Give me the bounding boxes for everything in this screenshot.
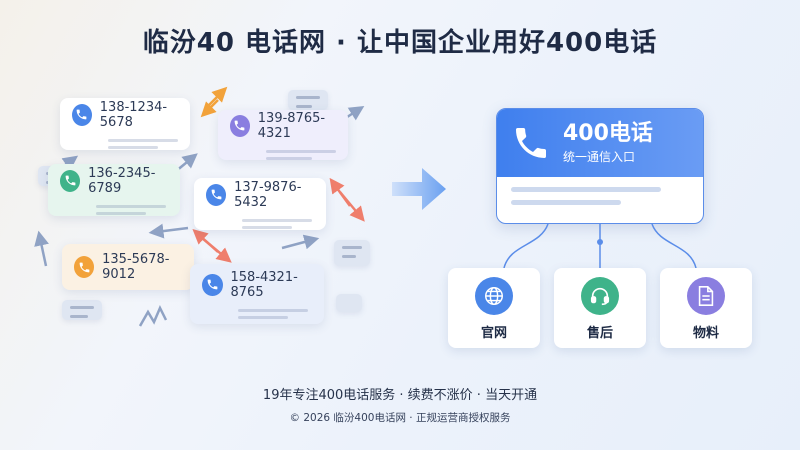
phone-icon xyxy=(72,103,92,126)
phone-card: 158-4321-8765 xyxy=(190,264,324,324)
headset-icon xyxy=(581,277,619,315)
footer-tagline: 19年专注400电话服务 · 续费不涨价 · 当天开通 xyxy=(262,388,538,403)
document-icon xyxy=(687,277,725,315)
node-label: 官网 xyxy=(480,326,507,341)
phone-card: 135-5678-9012 xyxy=(62,244,194,290)
phone-number: 137-9876-5432 xyxy=(234,179,302,210)
chat-bubble-icon xyxy=(62,300,102,320)
phone-icon xyxy=(516,128,546,158)
chat-bubble-icon xyxy=(336,294,362,312)
globe-icon xyxy=(475,277,513,315)
phone-card: 137-9876-5432 xyxy=(194,178,326,230)
phone-card: 138-1234-5678 xyxy=(60,98,190,150)
placeholder-lines xyxy=(497,177,703,223)
phone-card: 136-2345-6789 xyxy=(48,164,180,216)
node-website[interactable]: 官网 xyxy=(448,268,540,348)
page-title: 临汾40 电话网 · 让中国企业用好400电话 xyxy=(142,28,658,58)
node-materials[interactable]: 物料 xyxy=(660,268,752,348)
arrow-right-icon xyxy=(392,168,446,210)
phone-icon xyxy=(60,169,81,192)
phone-number: 139-8765-4321 xyxy=(257,110,326,141)
phone-icon xyxy=(74,256,95,278)
phone-number: 136-2345-6789 xyxy=(88,165,156,196)
node-aftersales[interactable]: 售后 xyxy=(554,268,646,348)
chat-bubble-icon xyxy=(334,240,370,266)
connector-lines xyxy=(503,223,697,269)
phone-number: 135-5678-9012 xyxy=(102,252,170,282)
main-card-header: 400电话 统一通信入口 xyxy=(497,109,703,177)
phone-icon xyxy=(202,273,223,296)
footer-copyright: © 2026 临汾400电话网 · 正规运营商授权服务 xyxy=(289,412,511,424)
main-card-subtitle: 统一通信入口 xyxy=(563,150,636,164)
main-400-card: 400电话 统一通信入口 xyxy=(496,108,704,224)
phone-icon xyxy=(230,114,250,137)
node-label: 物料 xyxy=(692,326,719,341)
main-card-title: 400电话 xyxy=(563,121,653,146)
chat-bubble-icon xyxy=(288,90,328,110)
node-label: 售后 xyxy=(586,326,613,341)
phone-number: 158-4321-8765 xyxy=(230,269,298,300)
phone-number: 138-1234-5678 xyxy=(99,99,168,130)
phone-card: 139-8765-4321 xyxy=(218,110,348,160)
phone-icon xyxy=(206,183,227,206)
